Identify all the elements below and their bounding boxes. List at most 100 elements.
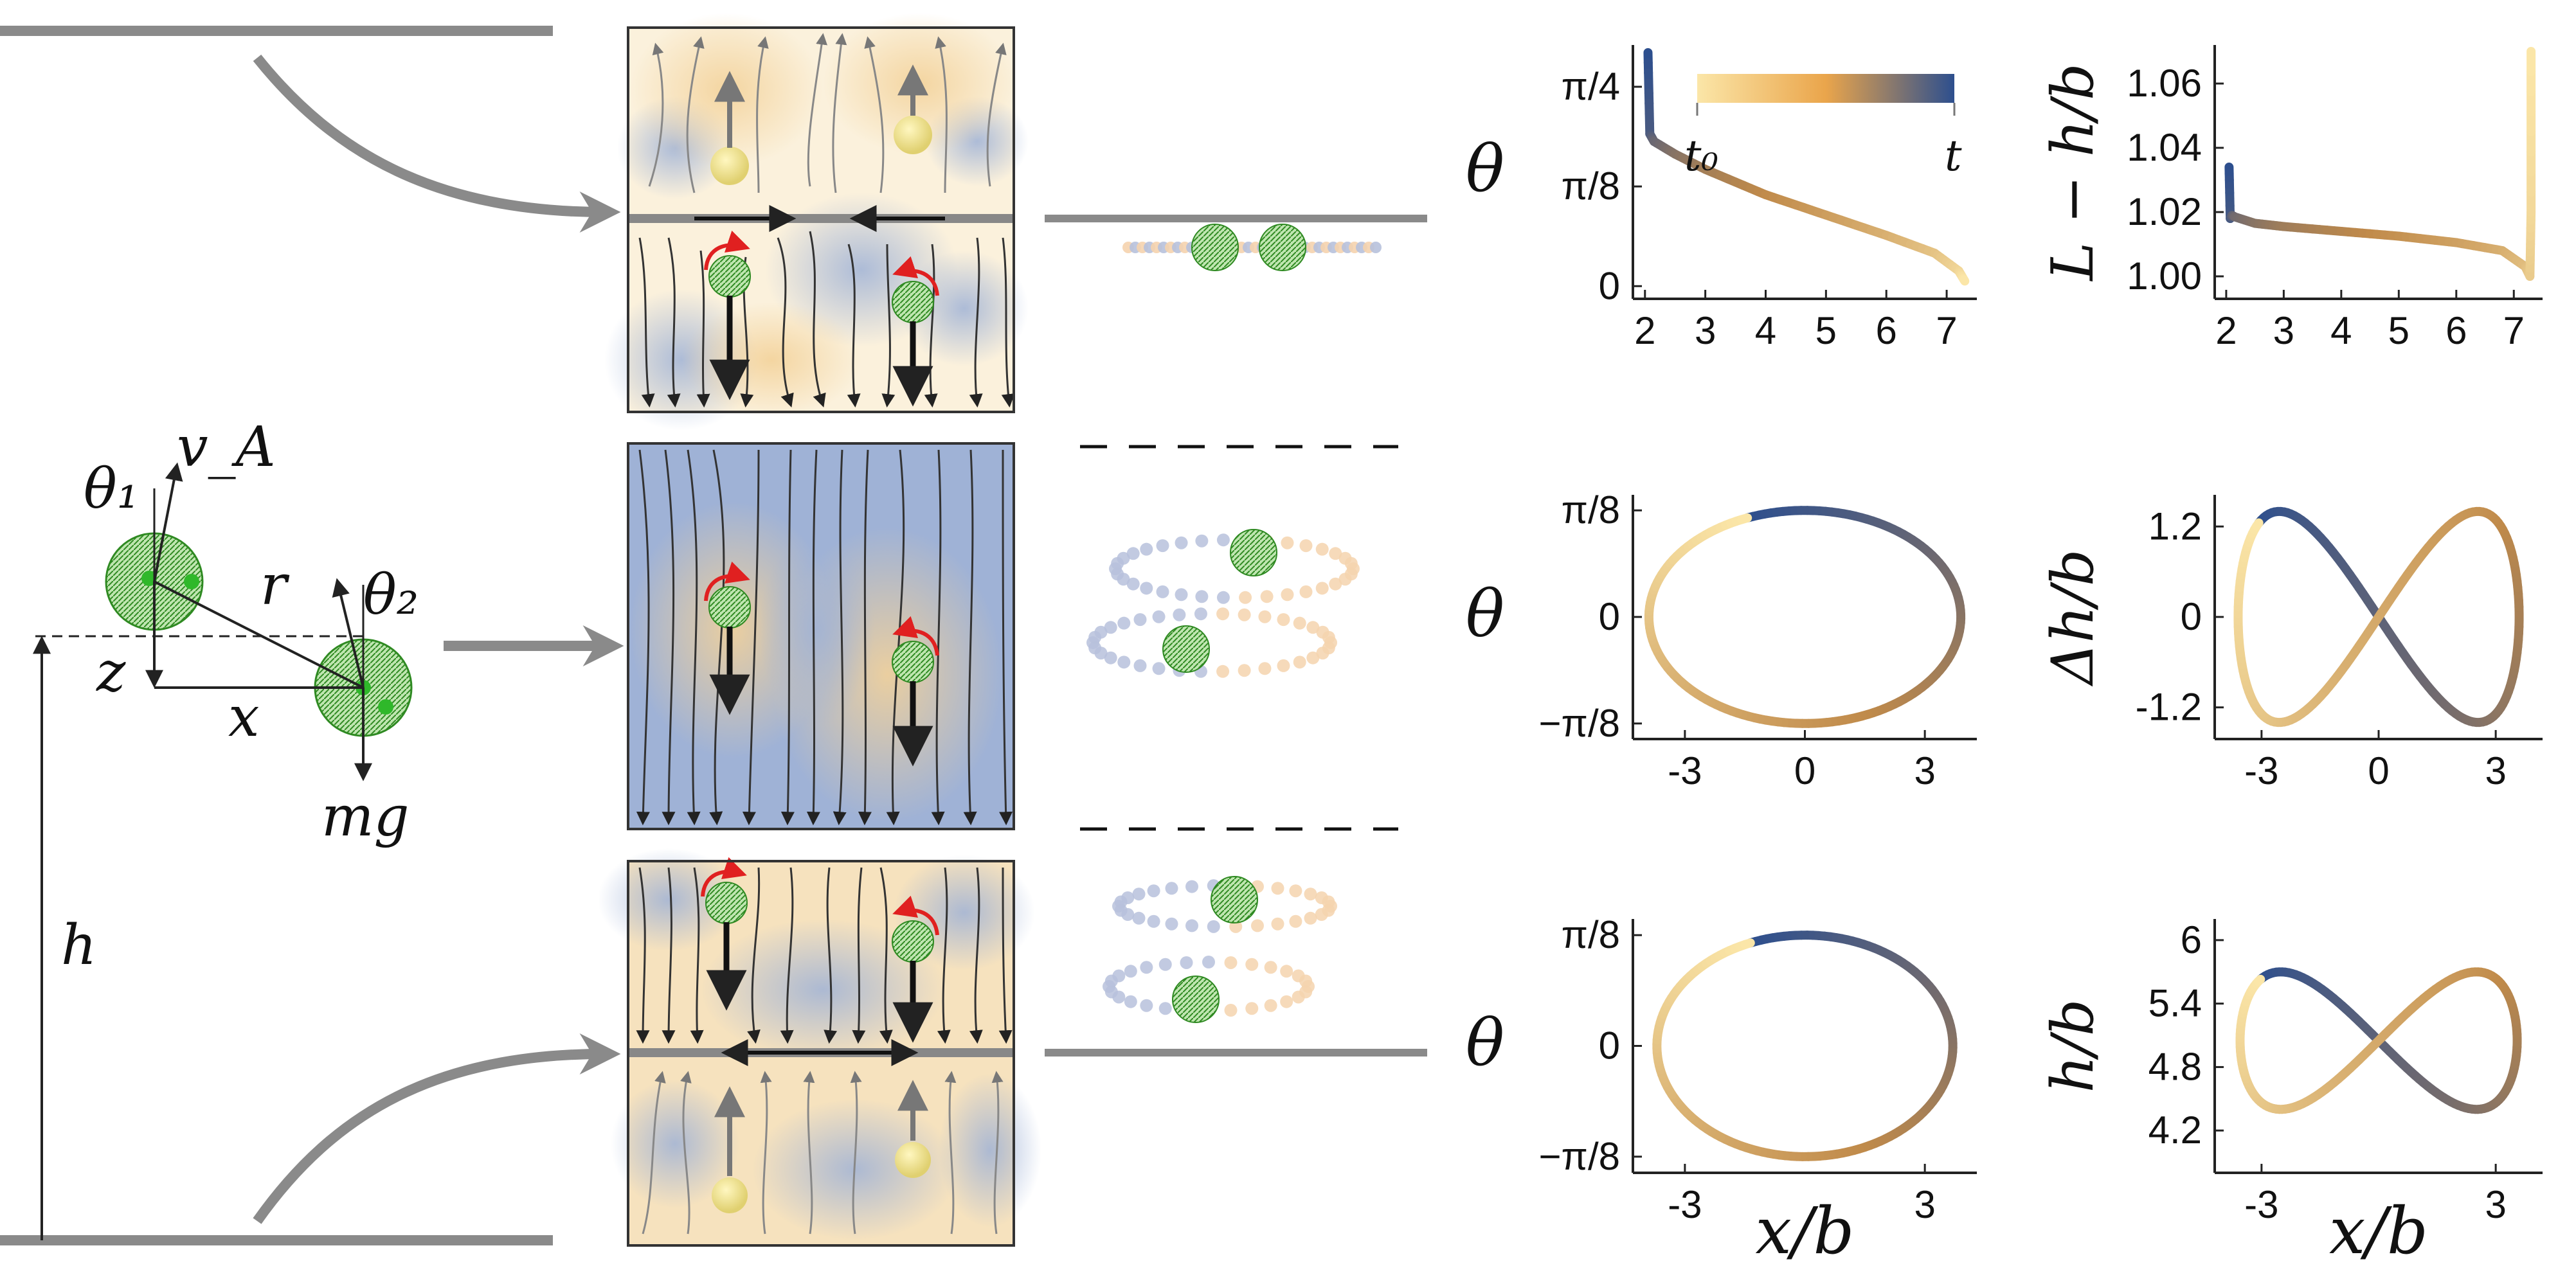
x-tick-label: 5 <box>2388 309 2409 352</box>
r-label: r <box>260 553 290 618</box>
z-label: z <box>96 640 126 704</box>
x-tick-label: 6 <box>2445 309 2467 352</box>
series-line <box>2224 47 2536 281</box>
trajectory-bead <box>1260 590 1274 603</box>
trajectory-bead <box>1112 969 1126 983</box>
trajectory-bead <box>1304 887 1317 901</box>
trajectory-bead <box>1117 616 1131 630</box>
x-axis-label: x/b <box>2329 1193 2428 1269</box>
trajectory-bead <box>1180 956 1193 969</box>
x-tick-label: 3 <box>1914 1183 1935 1226</box>
trajectory-bead <box>1258 610 1272 623</box>
trajectory-bead <box>1238 664 1251 677</box>
trajectory-bead <box>1245 1002 1259 1015</box>
x-tick-label: 3 <box>2485 749 2506 792</box>
x-tick-label: 3 <box>2485 1183 2506 1226</box>
theta2-arrow <box>332 578 365 688</box>
x-tick-label: -3 <box>1668 749 1702 792</box>
flow-panel-top <box>604 13 1029 431</box>
trajectory-bead <box>1216 533 1230 547</box>
series-line <box>1643 48 1970 286</box>
particle-2-dot2 <box>378 699 393 715</box>
trajectory-bead <box>1264 999 1277 1012</box>
y-tick-label: −π/8 <box>1539 1135 1620 1178</box>
trajectory-bead <box>1322 895 1335 909</box>
trajectory-bead <box>1158 1002 1172 1015</box>
y-tick-label: 6 <box>2181 918 2202 961</box>
trajectory-bead <box>1306 651 1320 664</box>
trajectory-bead <box>1299 539 1313 553</box>
trajectory-bead <box>1194 607 1207 621</box>
trajectory-bead <box>1277 613 1290 627</box>
trajectory-bead <box>1173 608 1186 621</box>
trajectory-bead <box>1277 659 1290 672</box>
trajectory-bead <box>1329 577 1342 591</box>
y-tick-label: 0 <box>1599 264 1620 307</box>
trajectory-bead <box>1156 585 1169 598</box>
trajectory-bead <box>1117 551 1130 565</box>
trajectory-bead <box>1299 585 1313 598</box>
y-axis-label: θ <box>1466 132 1504 207</box>
va-arrow <box>153 462 183 582</box>
trajectory-bead <box>1117 655 1131 669</box>
y-tick-label: 5.4 <box>2148 982 2202 1025</box>
trajectory-bead <box>1140 582 1153 595</box>
trajectory-bead <box>1175 588 1188 602</box>
connector-arrow-top <box>253 55 621 233</box>
x-tick-label: 3 <box>1914 749 1935 792</box>
trajectory-bead <box>1289 884 1302 898</box>
trajectory-bead <box>1329 547 1342 560</box>
trajectory-bead <box>1315 908 1328 922</box>
y-axis-label: Δh/b <box>2039 549 2107 687</box>
colorbar-gradient <box>1697 74 1954 103</box>
y-tick-label: π/8 <box>1562 488 1620 531</box>
trajectory-bead <box>1088 641 1102 655</box>
x-tick-label: 7 <box>1936 309 1957 352</box>
trajectory-bead <box>1271 917 1284 931</box>
x-tick-label: 3 <box>1695 309 1716 352</box>
y-tick-label: -1.2 <box>2136 686 2202 729</box>
trajectory-bead <box>1165 882 1178 895</box>
series-segment <box>1959 275 1970 286</box>
trajectory-bead <box>1280 965 1293 978</box>
trajectory-bead <box>1152 662 1166 675</box>
trajectory-bead <box>1216 607 1230 621</box>
trajectory-bead <box>1175 536 1188 549</box>
y-tick-label: 0 <box>1599 595 1620 638</box>
separation-line <box>154 580 364 689</box>
trajectory-bead <box>1344 557 1358 570</box>
trajectory-bead <box>1094 625 1108 639</box>
mg-label: mg <box>321 785 410 849</box>
particle-1-dot2 <box>184 574 199 589</box>
y-axis-label: θ <box>1466 1006 1504 1081</box>
trajectory-bead <box>1104 985 1118 999</box>
series-line <box>1652 931 1958 1161</box>
colorbar: t₀ t <box>1684 74 1962 181</box>
colorbar-end-label: t <box>1945 131 1962 181</box>
series-line <box>2233 506 2524 727</box>
trajectory-bead <box>1293 616 1306 630</box>
x-tick-label: 2 <box>1634 309 1655 352</box>
trajectory-bead <box>1126 547 1140 560</box>
trajectory-bead <box>1207 920 1220 933</box>
y-axis-label: θ <box>1466 576 1504 652</box>
x-label: x <box>228 685 260 749</box>
trajectory-bead <box>1195 590 1209 603</box>
x-tick-label: -3 <box>1668 1183 1702 1226</box>
trajectory-bead <box>1140 542 1153 556</box>
trajectory-bead <box>1224 956 1238 969</box>
trajectory-bead <box>1132 887 1146 901</box>
series-line <box>2235 967 2522 1114</box>
x-tick-label: 2 <box>2215 309 2237 352</box>
trajectory-bead <box>1158 958 1172 971</box>
y-tick-label: π/8 <box>1562 913 1620 956</box>
x-tick-label: 6 <box>1876 309 1897 352</box>
trajectory-bead <box>1140 999 1153 1012</box>
series-segment <box>2253 974 2265 986</box>
flow-panel-bottom <box>598 848 1041 1247</box>
